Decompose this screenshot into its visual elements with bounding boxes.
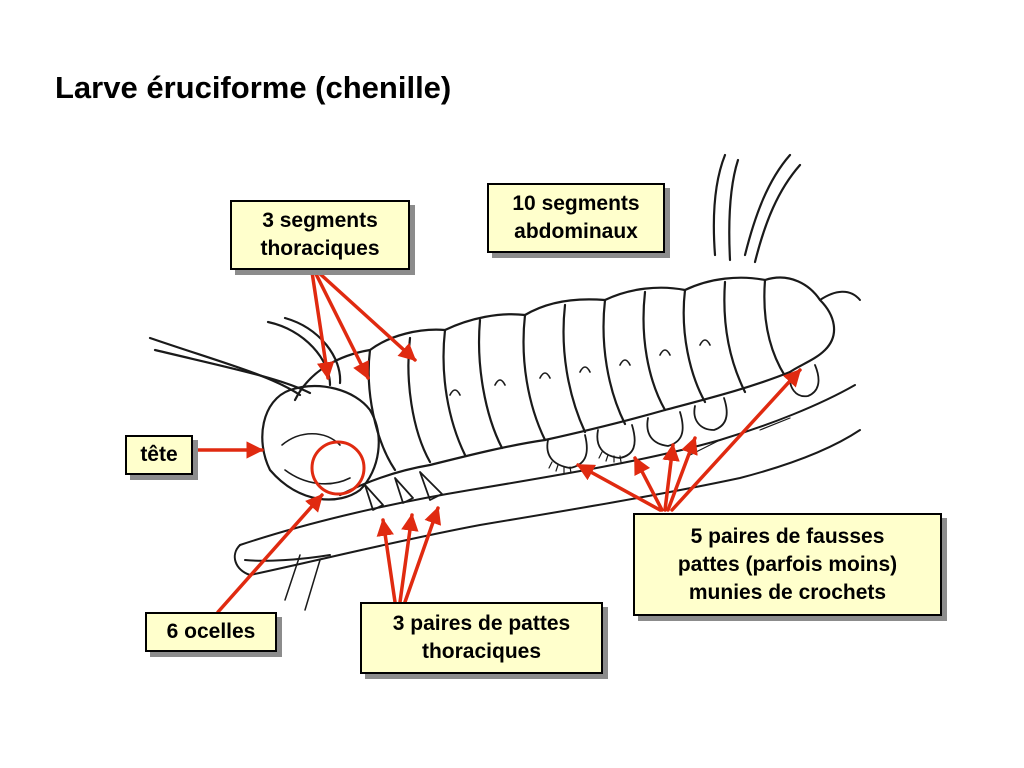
- annotation-arrows: [191, 270, 802, 614]
- arrow-proleg-1: [576, 463, 662, 512]
- slide-title: Larve éruciforme (chenille): [55, 70, 452, 105]
- arrow-thorax-3: [316, 270, 417, 362]
- ocelli-circle: [310, 440, 366, 496]
- label-abdominal-segments: 10 segments abdominaux: [487, 183, 665, 253]
- arrow-proleg-5: [670, 368, 802, 512]
- arrow-thorax-1: [310, 270, 335, 380]
- arrow-proleg-4: [666, 436, 698, 512]
- label-thoracic-segments: 3 segments thoraciques: [230, 200, 410, 270]
- label-thoracic-legs: 3 paires de pattes thoraciques: [360, 602, 603, 674]
- label-ocelli: 6 ocelles: [145, 612, 277, 652]
- arrow-proleg-2: [633, 456, 664, 512]
- arrow-proleg-3: [662, 443, 680, 512]
- label-prolegs: 5 paires de fausses pattes (parfois moin…: [633, 513, 942, 616]
- arrow-ocelli: [216, 493, 324, 614]
- arrow-leg-1: [376, 518, 397, 604]
- arrow-thorax-2: [313, 270, 370, 380]
- label-head: tête: [125, 435, 193, 475]
- caterpillar-drawing: [148, 153, 836, 511]
- arrow-leg-3: [403, 506, 442, 604]
- arrow-leg-2: [398, 513, 419, 604]
